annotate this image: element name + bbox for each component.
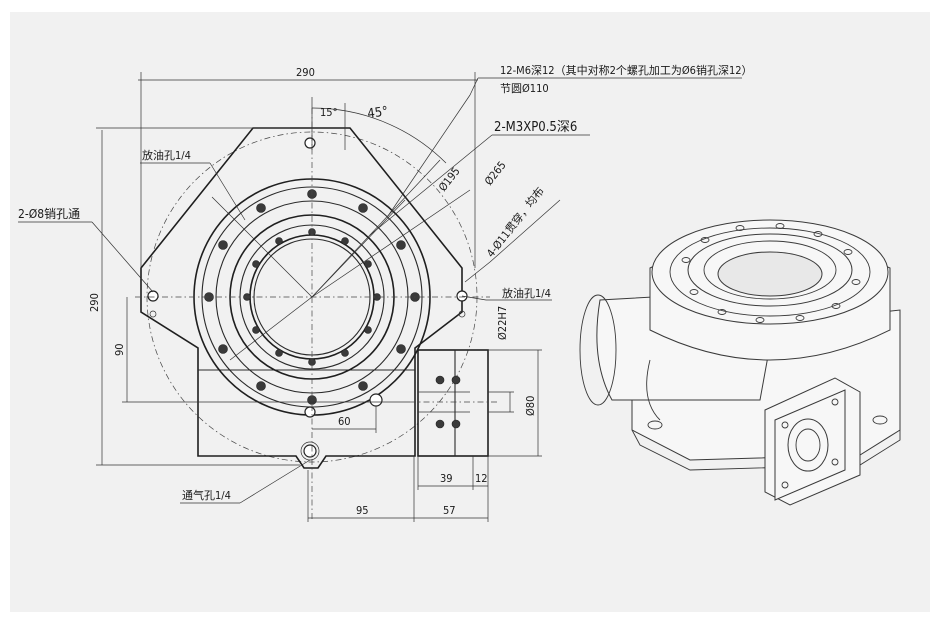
dim-57: 57 xyxy=(443,504,456,517)
inner-bolt-holes xyxy=(243,228,381,366)
input-housing xyxy=(410,349,500,457)
dim-90: 90 xyxy=(113,343,126,356)
dim-290-left: 290 xyxy=(88,293,101,312)
dim-60: 60 xyxy=(338,415,351,428)
note-pin-holes: 2-Ø8销孔通 xyxy=(18,207,80,221)
corner-hole-left xyxy=(147,290,159,302)
note-through-holes: 4-Ø11贯穿，均布 xyxy=(483,184,547,260)
dim-22h7: Ø22H7 xyxy=(496,306,509,340)
dim-95: 95 xyxy=(356,504,369,517)
angle-45: 45° xyxy=(366,104,389,122)
drawing-sheet: 290 290 90 60 95 57 39 12 Ø80 Ø22H7 15° … xyxy=(10,12,930,612)
note-vent-hole: 通气孔1/4 xyxy=(182,488,231,502)
dim-290-top: 290 xyxy=(296,66,315,79)
dim-80: Ø80 xyxy=(524,396,537,416)
dia-265: Ø265 xyxy=(482,159,509,188)
note-m3-holes: 2-M3XP0.5深6 xyxy=(494,120,577,135)
angle-15: 15° xyxy=(320,106,338,119)
isometric-view xyxy=(579,219,901,506)
technical-drawing: 290 290 90 60 95 57 39 12 Ø80 Ø22H7 15° … xyxy=(18,63,901,522)
dimension-lines xyxy=(18,72,742,522)
note-pitch-circle: 节圆Ø110 xyxy=(500,82,549,95)
note-m6-holes: 12-M6深12（其中对称2个螺孔加工为Ø6销孔深12） xyxy=(500,63,753,77)
front-view: 290 290 90 60 95 57 39 12 Ø80 Ø22H7 15° … xyxy=(18,63,753,522)
base-outline xyxy=(140,127,463,469)
note-drain-top: 放油孔1/4 xyxy=(142,148,191,162)
iso-bolt-holes xyxy=(681,223,861,323)
note-drain-right: 放油孔1/4 xyxy=(502,286,551,300)
dim-12: 12 xyxy=(475,472,488,485)
dim-39: 39 xyxy=(440,472,453,485)
corner-hole-top xyxy=(304,137,316,149)
dia-195: Ø195 xyxy=(436,165,463,194)
